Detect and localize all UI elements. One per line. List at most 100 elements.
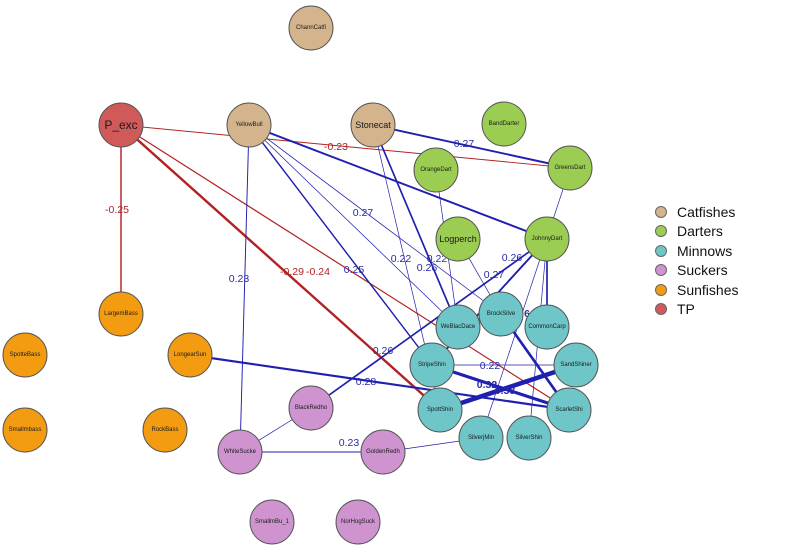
node-LongearSun: LongearSun xyxy=(167,332,213,378)
node-circle xyxy=(98,291,144,337)
node-circle xyxy=(435,304,481,350)
node-label: GoldenRedh xyxy=(366,449,400,455)
node-circle xyxy=(553,342,599,388)
node-label: Smallmbass xyxy=(9,427,42,433)
edge-YellowBull-JohnnyDart xyxy=(248,124,548,240)
node-SandShiner: SandShiner xyxy=(553,342,599,388)
node-label: CommonCarp xyxy=(528,324,566,330)
node-label: SandShiner xyxy=(560,362,591,368)
edge-Stonecat-GreensDart xyxy=(372,124,571,169)
node-circle xyxy=(360,429,406,475)
node-circle xyxy=(335,499,381,545)
legend-swatch xyxy=(655,225,667,238)
node-label: LargemBass xyxy=(104,311,138,317)
node-label: OrangeDart xyxy=(420,167,452,173)
node-JohnnyDart: JohnnyDart xyxy=(524,216,570,262)
edge-P_exc-GreensDart xyxy=(120,124,571,169)
node-circle xyxy=(350,102,396,148)
node-SpottShin: SpottShin xyxy=(417,387,463,433)
node-label: P_exc xyxy=(104,118,137,132)
legend-label: Suckers xyxy=(677,262,728,279)
edge-label: 0.25 xyxy=(344,264,365,276)
legend-swatch xyxy=(655,205,667,218)
edge-YellowBull-WhiteSucke xyxy=(239,124,250,453)
node-circle xyxy=(98,102,144,148)
node-Stonecat: Stonecat xyxy=(350,102,396,148)
node-circle xyxy=(409,342,455,388)
node-label: BrockSilve xyxy=(487,311,516,317)
edge-label: 0.26 xyxy=(373,345,394,357)
edge-label: 0.23 xyxy=(229,273,250,285)
node-circle xyxy=(249,499,295,545)
node-circle xyxy=(435,216,481,262)
node-label: WhiteSucke xyxy=(224,449,257,455)
node-StripeShin: StripeShin xyxy=(409,342,455,388)
legend-label: TP xyxy=(677,301,695,318)
node-circle xyxy=(217,429,263,475)
legend-label: Catfishes xyxy=(677,203,736,220)
legend-swatch xyxy=(655,244,667,257)
node-LargemBass: LargemBass xyxy=(98,291,144,337)
legend-label: Sunfishes xyxy=(677,281,739,298)
node-BlackRedho: BlackRedho xyxy=(288,385,334,431)
node-ScarletShi: ScarletShi xyxy=(546,387,592,433)
edge-LongearSun-ScarletShi xyxy=(188,353,571,412)
node-label: SilverjMin xyxy=(468,435,494,441)
node-circle xyxy=(288,5,334,51)
edges-layer xyxy=(119,123,579,453)
edge-label: 0.28 xyxy=(356,376,377,388)
node-NorHogSuck: NorHogSuck xyxy=(335,499,381,545)
node-label: JohnnyDart xyxy=(532,236,563,242)
node-circle xyxy=(481,101,527,147)
legend-label: Minnows xyxy=(677,242,733,259)
node-CommonCarp: CommonCarp xyxy=(524,304,570,350)
edge-SpottShin-SandShiner xyxy=(437,362,579,413)
node-label: Stonecat xyxy=(355,120,391,130)
node-label: RockBass xyxy=(151,427,178,433)
node-label: SpotteBass xyxy=(10,352,41,358)
node-Smallmbass: Smallmbass xyxy=(2,407,48,453)
node-circle xyxy=(478,291,524,337)
edge-P_exc-ScarletShi xyxy=(120,124,570,411)
edge-JohnnyDart-BlackRedho xyxy=(310,238,548,409)
node-circle xyxy=(226,102,272,148)
edge-StripeShin-ScarletShi xyxy=(430,363,571,412)
node-label: StripeShin xyxy=(418,362,446,368)
node-label: ScarletShi xyxy=(555,407,582,413)
node-SilverShin: SilverShin xyxy=(506,415,552,461)
node-label: SmallmBu_1 xyxy=(255,519,290,525)
node-label: WeBlacDace xyxy=(441,324,476,330)
node-BrockSilve: BrockSilve xyxy=(478,291,524,337)
node-label: GreensDart xyxy=(554,165,585,171)
edge-label: 0.38 xyxy=(495,385,516,397)
edge-labels-layer: -0.23-0.25-0.29-0.240.270.230.270.250.22… xyxy=(105,138,530,449)
edge-label: 0.26 xyxy=(417,262,438,274)
legend-item-tp: TP xyxy=(655,300,738,320)
node-WeBlacDace: WeBlacDace xyxy=(435,304,481,350)
node-circle xyxy=(524,304,570,350)
node-circle xyxy=(167,332,213,378)
legend-item-catfishes: Catfishes xyxy=(655,202,738,222)
legend-label: Darters xyxy=(677,223,723,240)
legend-item-sunfishes: Sunfishes xyxy=(655,280,738,300)
legend-swatch xyxy=(655,283,667,296)
node-YellowBull: YellowBull xyxy=(226,102,272,148)
node-GreensDart: GreensDart xyxy=(547,145,593,191)
node-label: SpottShin xyxy=(427,407,453,413)
edge-label: 0.22 xyxy=(480,360,501,372)
node-label: LongearSun xyxy=(174,352,207,358)
edge-label: 0.26 xyxy=(502,252,523,264)
node-circle xyxy=(458,415,504,461)
node-WhiteSucke: WhiteSucke xyxy=(217,429,263,475)
node-circle xyxy=(2,407,48,453)
legend-item-minnows: Minnows xyxy=(655,241,738,261)
node-label: SilverShin xyxy=(515,435,542,441)
node-circle xyxy=(417,387,463,433)
node-label: BandDarter xyxy=(489,121,520,127)
node-OrangeDart: OrangeDart xyxy=(413,147,459,193)
node-circle xyxy=(2,332,48,378)
legend-swatch xyxy=(655,303,667,316)
node-label: ChannCatfi xyxy=(296,25,326,31)
edge-label: 0.27 xyxy=(484,269,505,281)
